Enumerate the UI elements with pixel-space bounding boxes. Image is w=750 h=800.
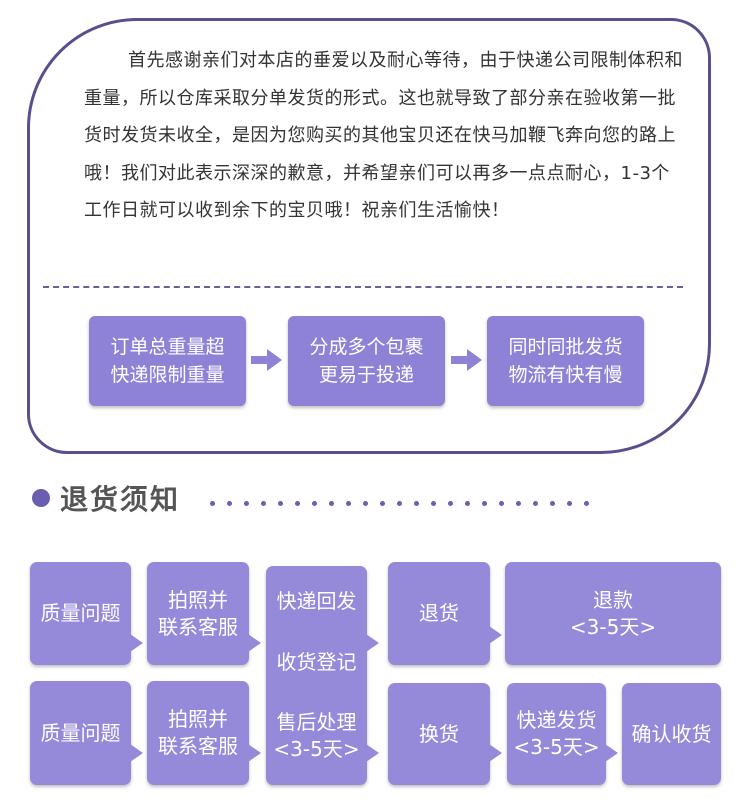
refund-result-box: 退款 <3-5天> [505,562,721,665]
flow-step-ship-together: 同时同批发货 物流有快有慢 [487,316,644,406]
arrow-notch-icon [489,626,502,644]
arrow-notch-icon [248,634,261,652]
refund-return-box: 退货 [388,562,490,665]
process-step: 收货登记 [276,649,357,674]
flow-step-line: 分成多个包裹 [309,336,424,358]
arrow-notch-icon [130,634,143,652]
after-sales-process-box: 快递回发 收货登记 售后处理 <3-5天> [266,566,367,785]
arrow-notch-icon [489,744,502,762]
ship-line: 快递发货 [516,708,597,732]
flow-step-line: 同时同批发货 [508,336,623,358]
arrow-notch-icon [366,634,379,652]
flow-step-line: 订单总重量超 [110,336,225,358]
contact-line: 拍照并 [168,587,228,612]
process-step: 快递回发 [276,589,357,613]
ship-line: <3-5天> [513,735,600,759]
flow-step-line: 物流有快有慢 [508,364,623,386]
process-step: <3-5天> [273,737,360,761]
arrow-notch-icon [605,744,618,762]
issue-box: 质量问题 [30,681,131,785]
dotted-decoration [210,501,589,506]
flow-step-split-parcels: 分成多个包裹 更易于投递 [288,316,445,406]
contact-service-box: 拍照并 联系客服 [147,562,249,665]
notice-frame [27,18,711,454]
arrow-notch-icon [366,744,379,762]
right-arrow-icon [251,349,282,371]
process-step: 售后处理 [276,710,357,734]
issue-label: 质量问题 [40,601,121,625]
section-bullet-icon [32,489,50,507]
contact-service-box: 拍照并 联系客服 [147,681,249,785]
confirm-receipt-box: 确认收货 [622,683,721,785]
action-label: 换货 [419,721,459,746]
ship-out-box: 快递发货 <3-5天> [507,683,606,785]
notice-text: 首先感谢亲们对本店的垂爱以及耐心等待，由于快递公司限制体积和重量，所以仓库采取分… [84,50,683,221]
flow-step-overweight: 订单总重量超 快递限制重量 [89,316,246,406]
flow-step-line: 快递限制重量 [110,364,225,386]
result-line: 退款 [593,587,633,612]
issue-label: 质量问题 [40,720,121,745]
exchange-box: 换货 [388,683,490,785]
right-arrow-icon [451,349,482,371]
contact-line: 联系客服 [158,734,238,758]
section-title: 退货须知 [60,483,181,516]
dashed-divider [43,286,683,288]
contact-line: 拍照并 [168,707,228,731]
action-label: 退货 [419,601,459,625]
arrow-notch-icon [248,744,261,762]
issue-box: 质量问题 [30,562,131,665]
confirm-label: 确认收货 [631,721,712,746]
flow-step-line: 更易于投递 [318,364,414,386]
arrow-notch-icon [130,744,143,762]
contact-line: 联系客服 [158,614,238,639]
result-line: <3-5天> [569,614,657,639]
